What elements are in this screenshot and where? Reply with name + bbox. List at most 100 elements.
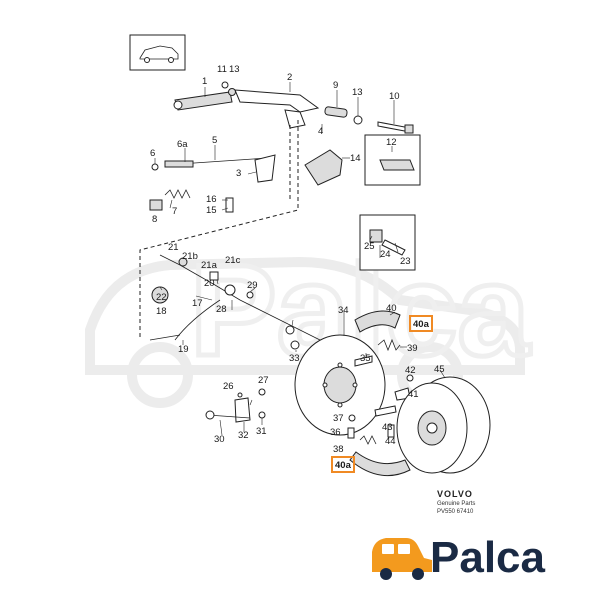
callout-20: 20 <box>204 278 215 289</box>
part-23-25-box <box>359 214 416 271</box>
callout-7: 7 <box>172 206 177 217</box>
lever-43 <box>374 405 397 417</box>
lever-cover <box>304 149 343 186</box>
brake-shoe-lower <box>349 451 411 477</box>
callout-39: 39 <box>407 343 418 354</box>
bolt-33 <box>290 340 300 350</box>
screw <box>225 197 234 213</box>
callout-34: 34 <box>338 305 349 316</box>
callout-12: 12 <box>386 137 397 148</box>
bolt-head <box>404 124 414 134</box>
callout-42: 42 <box>405 365 416 376</box>
cable-sleeve <box>164 160 194 168</box>
cable-end-2 <box>149 334 181 341</box>
bushing <box>353 115 363 125</box>
brake-disc <box>396 376 491 474</box>
cable-clip <box>178 257 188 267</box>
callout-43: 43 <box>382 422 393 433</box>
car-thumbnail <box>129 34 186 71</box>
callout-6a: 6a <box>177 139 188 150</box>
callout-21b: 21b <box>182 251 198 262</box>
retainer <box>246 291 254 299</box>
callout-2: 2 <box>287 72 292 83</box>
callout-21c: 21c <box>225 255 241 266</box>
callout-28: 28 <box>216 304 227 315</box>
grommet <box>224 284 236 296</box>
cable-guide <box>285 325 295 335</box>
callout-29: 29 <box>247 280 258 291</box>
callout-13-top: 13 <box>229 64 240 75</box>
pin-26 <box>237 392 243 398</box>
callout-17: 17 <box>192 298 203 309</box>
callout-36: 36 <box>330 427 341 438</box>
callout-38: 38 <box>333 444 344 455</box>
return-spring <box>377 338 401 352</box>
nut-27 <box>258 388 266 396</box>
handbrake-lever <box>173 91 233 111</box>
cable-end <box>151 163 159 171</box>
callout-15: 15 <box>206 205 217 216</box>
callout-40a-upper: 40a <box>413 319 430 330</box>
clamp <box>209 271 219 281</box>
callout-21: 21 <box>168 242 179 253</box>
dashed-guide-1 <box>139 120 299 340</box>
callout-27: 27 <box>258 375 269 386</box>
rod-end <box>205 410 215 420</box>
brand-name: VOLVO <box>437 489 473 499</box>
lever-bracket <box>234 89 320 129</box>
callout-30: 30 <box>214 434 225 445</box>
nut <box>221 81 229 89</box>
highlight-box-40a-upper <box>409 315 433 332</box>
callout-26: 26 <box>223 381 234 392</box>
callout-31: 31 <box>256 426 267 437</box>
callout-8: 8 <box>152 214 157 225</box>
callout-13-right: 13 <box>352 87 363 98</box>
clip-31 <box>258 411 266 419</box>
callout-40a-lower: 40a <box>335 460 352 471</box>
adjuster-nut <box>149 199 163 211</box>
callout-33: 33 <box>289 353 300 364</box>
spring <box>164 189 191 199</box>
callout-44: 44 <box>385 436 396 447</box>
callout-24: 24 <box>380 249 391 260</box>
callout-10: 10 <box>389 91 400 102</box>
callout-18: 18 <box>156 306 167 317</box>
callout-14: 14 <box>350 153 361 164</box>
palca-logo: Palca <box>372 533 546 582</box>
callout-4: 4 <box>318 126 323 137</box>
callout-9: 9 <box>333 80 338 91</box>
sleeve <box>324 106 348 118</box>
callout-1: 1 <box>202 76 207 87</box>
callout-25: 25 <box>364 241 375 252</box>
callout-3: 3 <box>236 168 241 179</box>
callout-22: 22 <box>156 292 167 303</box>
nut-42 <box>406 374 414 382</box>
callout-41: 41 <box>408 389 419 400</box>
callout-6: 6 <box>150 148 155 159</box>
rod-30 <box>207 414 251 419</box>
cable-loop <box>174 299 221 341</box>
adjuster <box>354 355 373 367</box>
caption-line2: PV550 67410 <box>437 509 474 515</box>
callout-45: 45 <box>434 364 445 375</box>
callout-labels: 1 2 3 4 5 6 6a 7 8 9 10 11 12 13 13 14 1… <box>150 64 445 471</box>
highlight-box-40a-lower <box>331 456 355 473</box>
callout-37: 37 <box>333 413 344 424</box>
callout-16: 16 <box>206 194 217 205</box>
car-icon <box>372 538 432 580</box>
logo-text: Palca <box>430 533 546 582</box>
bracket-32 <box>234 397 251 423</box>
callout-21a: 21a <box>201 260 218 271</box>
spring-38 <box>359 435 377 445</box>
callout-35: 35 <box>360 353 371 364</box>
part-12-box <box>364 134 421 186</box>
callout-23: 23 <box>400 256 411 267</box>
caption-line1: Genuine Parts <box>437 501 475 507</box>
callout-32: 32 <box>238 430 249 441</box>
bolt-44 <box>387 424 395 438</box>
washer <box>228 88 236 96</box>
callout-19: 19 <box>178 344 189 355</box>
callout-11: 11 <box>217 64 227 75</box>
leader-lines <box>154 82 446 436</box>
